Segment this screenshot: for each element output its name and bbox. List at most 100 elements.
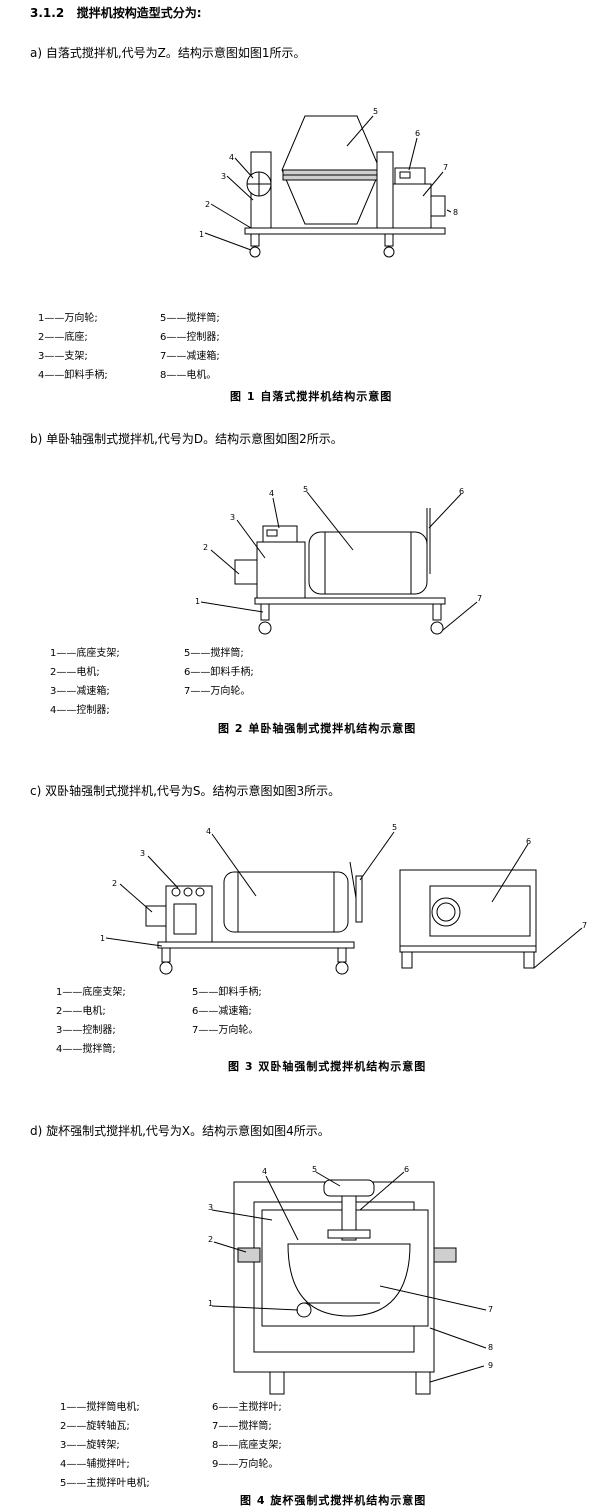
figure-3-legend-left: 1——底座支架; 2——电机; 3——控制器; 4——搅拌筒;: [56, 983, 126, 1059]
motor-body: [234, 559, 258, 585]
callout-1: 1: [195, 597, 200, 606]
motor-body: [430, 195, 446, 217]
figure-1-legend-right: 5——搅拌筒; 6——控制器; 7——减速箱; 8——电机。: [160, 309, 220, 385]
legend-entry: 3——减速箱;: [50, 686, 110, 697]
figure-4-caption: 图 4 旋杯强制式搅拌机结构示意图: [240, 1494, 427, 1507]
legend-entry: 5——卸料手柄;: [192, 987, 262, 998]
legend-entry: 1——底座支架;: [56, 987, 126, 998]
callout-2: 2: [208, 1235, 213, 1244]
callout-6: 6: [404, 1165, 409, 1174]
callout-2: 2: [112, 879, 117, 888]
legend-entry: 2——电机;: [56, 1006, 106, 1017]
legend-entry: 9——万向轮。: [212, 1459, 279, 1470]
motor-end-view: [431, 897, 461, 927]
figure-1-caption: 图 1 自落式搅拌机结构示意图: [230, 390, 393, 403]
section-title: 搅拌机按构造型式分为:: [76, 6, 202, 20]
support-frame-right: [376, 151, 394, 229]
legend-entry: 7——减速箱;: [160, 351, 220, 362]
callout-8: 8: [453, 208, 458, 217]
legend-entry: 8——底座支架;: [212, 1440, 282, 1451]
legend-entry: 4——辅搅拌叶;: [60, 1459, 130, 1470]
callout-4: 4: [229, 153, 234, 162]
figure-2-legend-left: 1——底座支架; 2——电机; 3——减速箱; 4——控制器;: [50, 644, 120, 720]
callout-7: 7: [582, 921, 587, 930]
item-a-intro: a) 自落式搅拌机,代号为Z。结构示意图如图1所示。: [30, 46, 306, 60]
mixing-bowl: [287, 1243, 411, 1317]
callout-7: 7: [488, 1305, 493, 1314]
figure-4-legend-right: 6——主搅拌叶; 7——搅拌筒; 8——底座支架; 9——万向轮。: [212, 1398, 282, 1474]
controller-box: [262, 525, 298, 543]
legend-entry: 5——主搅拌叶电机;: [60, 1478, 150, 1489]
callout-6: 6: [415, 129, 420, 138]
legend-entry: 6——减速箱;: [192, 1006, 252, 1017]
item-b-intro: b) 单卧轴强制式搅拌机,代号为D。结构示意图如图2所示。: [30, 432, 343, 446]
legend-entry: 3——控制器;: [56, 1025, 116, 1036]
legend-entry: 1——万向轮;: [38, 313, 98, 324]
callout-3: 3: [221, 172, 226, 181]
callout-2: 2: [203, 543, 208, 552]
legend-entry: 6——控制器;: [160, 332, 220, 343]
legend-entry: 4——卸料手柄;: [38, 370, 108, 381]
legend-entry: 7——搅拌筒;: [212, 1421, 272, 1432]
callout-6: 6: [526, 837, 531, 846]
caster-wheel-left: [159, 961, 173, 975]
callout-1: 1: [100, 934, 105, 943]
main-blade-motor: [323, 1179, 375, 1197]
figure-4-drawing: 1 2 3 4 5 6 7 8 9: [208, 1165, 493, 1395]
callout-4: 4: [269, 489, 274, 498]
callout-5: 5: [373, 107, 378, 116]
legend-entry: 5——搅拌筒;: [184, 648, 244, 659]
callout-2: 2: [205, 200, 210, 209]
callout-6: 6: [459, 487, 464, 496]
callout-7: 7: [443, 163, 448, 172]
legend-entry: 1——搅拌筒电机;: [60, 1402, 140, 1413]
figure-4-legend-left: 1——搅拌筒电机; 2——旋转轴瓦; 3——旋转架; 4——辅搅拌叶; 5——主…: [60, 1398, 150, 1493]
bowl-motor: [296, 1302, 312, 1318]
caster-wheel-right: [430, 621, 444, 635]
callout-1: 1: [199, 230, 204, 239]
section-number: 3.1.2: [30, 6, 65, 20]
caster-wheel-left: [249, 246, 261, 258]
figure-1-legend-left: 1——万向轮; 2——底座; 3——支架; 4——卸料手柄;: [38, 309, 108, 385]
controller-knob: [171, 887, 181, 897]
legend-entry: 2——电机;: [50, 667, 100, 678]
gearbox-box: [256, 541, 306, 599]
main-blade-shaft: [341, 1195, 357, 1241]
caster-wheel-left: [269, 1371, 285, 1395]
figure-3-caption: 图 3 双卧轴强制式搅拌机结构示意图: [228, 1060, 427, 1073]
callout-8: 8: [488, 1343, 493, 1352]
legend-entry: 8——电机。: [160, 370, 217, 381]
legend-entry: 2——旋转轴瓦;: [60, 1421, 130, 1432]
legend-entry: 4——控制器;: [50, 705, 110, 716]
callout-4: 4: [262, 1167, 267, 1176]
caster-wheel-right: [335, 961, 349, 975]
base-frame: [254, 597, 446, 605]
figure-2-legend-right: 5——搅拌筒; 6——卸料手柄; 7——万向轮。: [184, 644, 254, 701]
figure-3-legend-right: 5——卸料手柄; 6——减速箱; 7——万向轮。: [192, 983, 262, 1040]
gearbox-box: [392, 183, 432, 229]
callout-1: 1: [208, 1299, 213, 1308]
legend-entry: 3——支架;: [38, 351, 88, 362]
figure-2-caption: 图 2 单卧轴强制式搅拌机结构示意图: [218, 722, 417, 735]
legend-entry: 2——底座;: [38, 332, 88, 343]
legend-entry: 6——主搅拌叶;: [212, 1402, 282, 1413]
callout-3: 3: [230, 513, 235, 522]
base-frame: [157, 941, 355, 949]
rotary-bearing-right: [433, 1247, 457, 1263]
legend-entry: 4——搅拌筒;: [56, 1044, 116, 1055]
figure-3-drawing: 1 2 3 4 5 6 7: [100, 823, 587, 975]
callout-7: 7: [477, 594, 482, 603]
figure-1-drawing: 1 2 3 4 5 6 7 8: [199, 107, 458, 258]
caster-wheel-left: [258, 621, 272, 635]
item-d-intro: d) 旋杯强制式搅拌机,代号为X。结构示意图如图4所示。: [30, 1124, 330, 1138]
mixing-drum-shape: [308, 531, 428, 595]
callout-3: 3: [208, 1203, 213, 1212]
item-c-intro: c) 双卧轴强制式搅拌机,代号为S。结构示意图如图3所示。: [30, 784, 341, 798]
callout-3: 3: [140, 849, 145, 858]
callout-5: 5: [312, 1165, 317, 1174]
callout-9: 9: [488, 1361, 493, 1370]
legend-entry: 1——底座支架;: [50, 648, 120, 659]
legend-entry: 7——万向轮。: [192, 1025, 259, 1036]
legend-entry: 7——万向轮。: [184, 686, 251, 697]
base-frame: [244, 227, 446, 235]
